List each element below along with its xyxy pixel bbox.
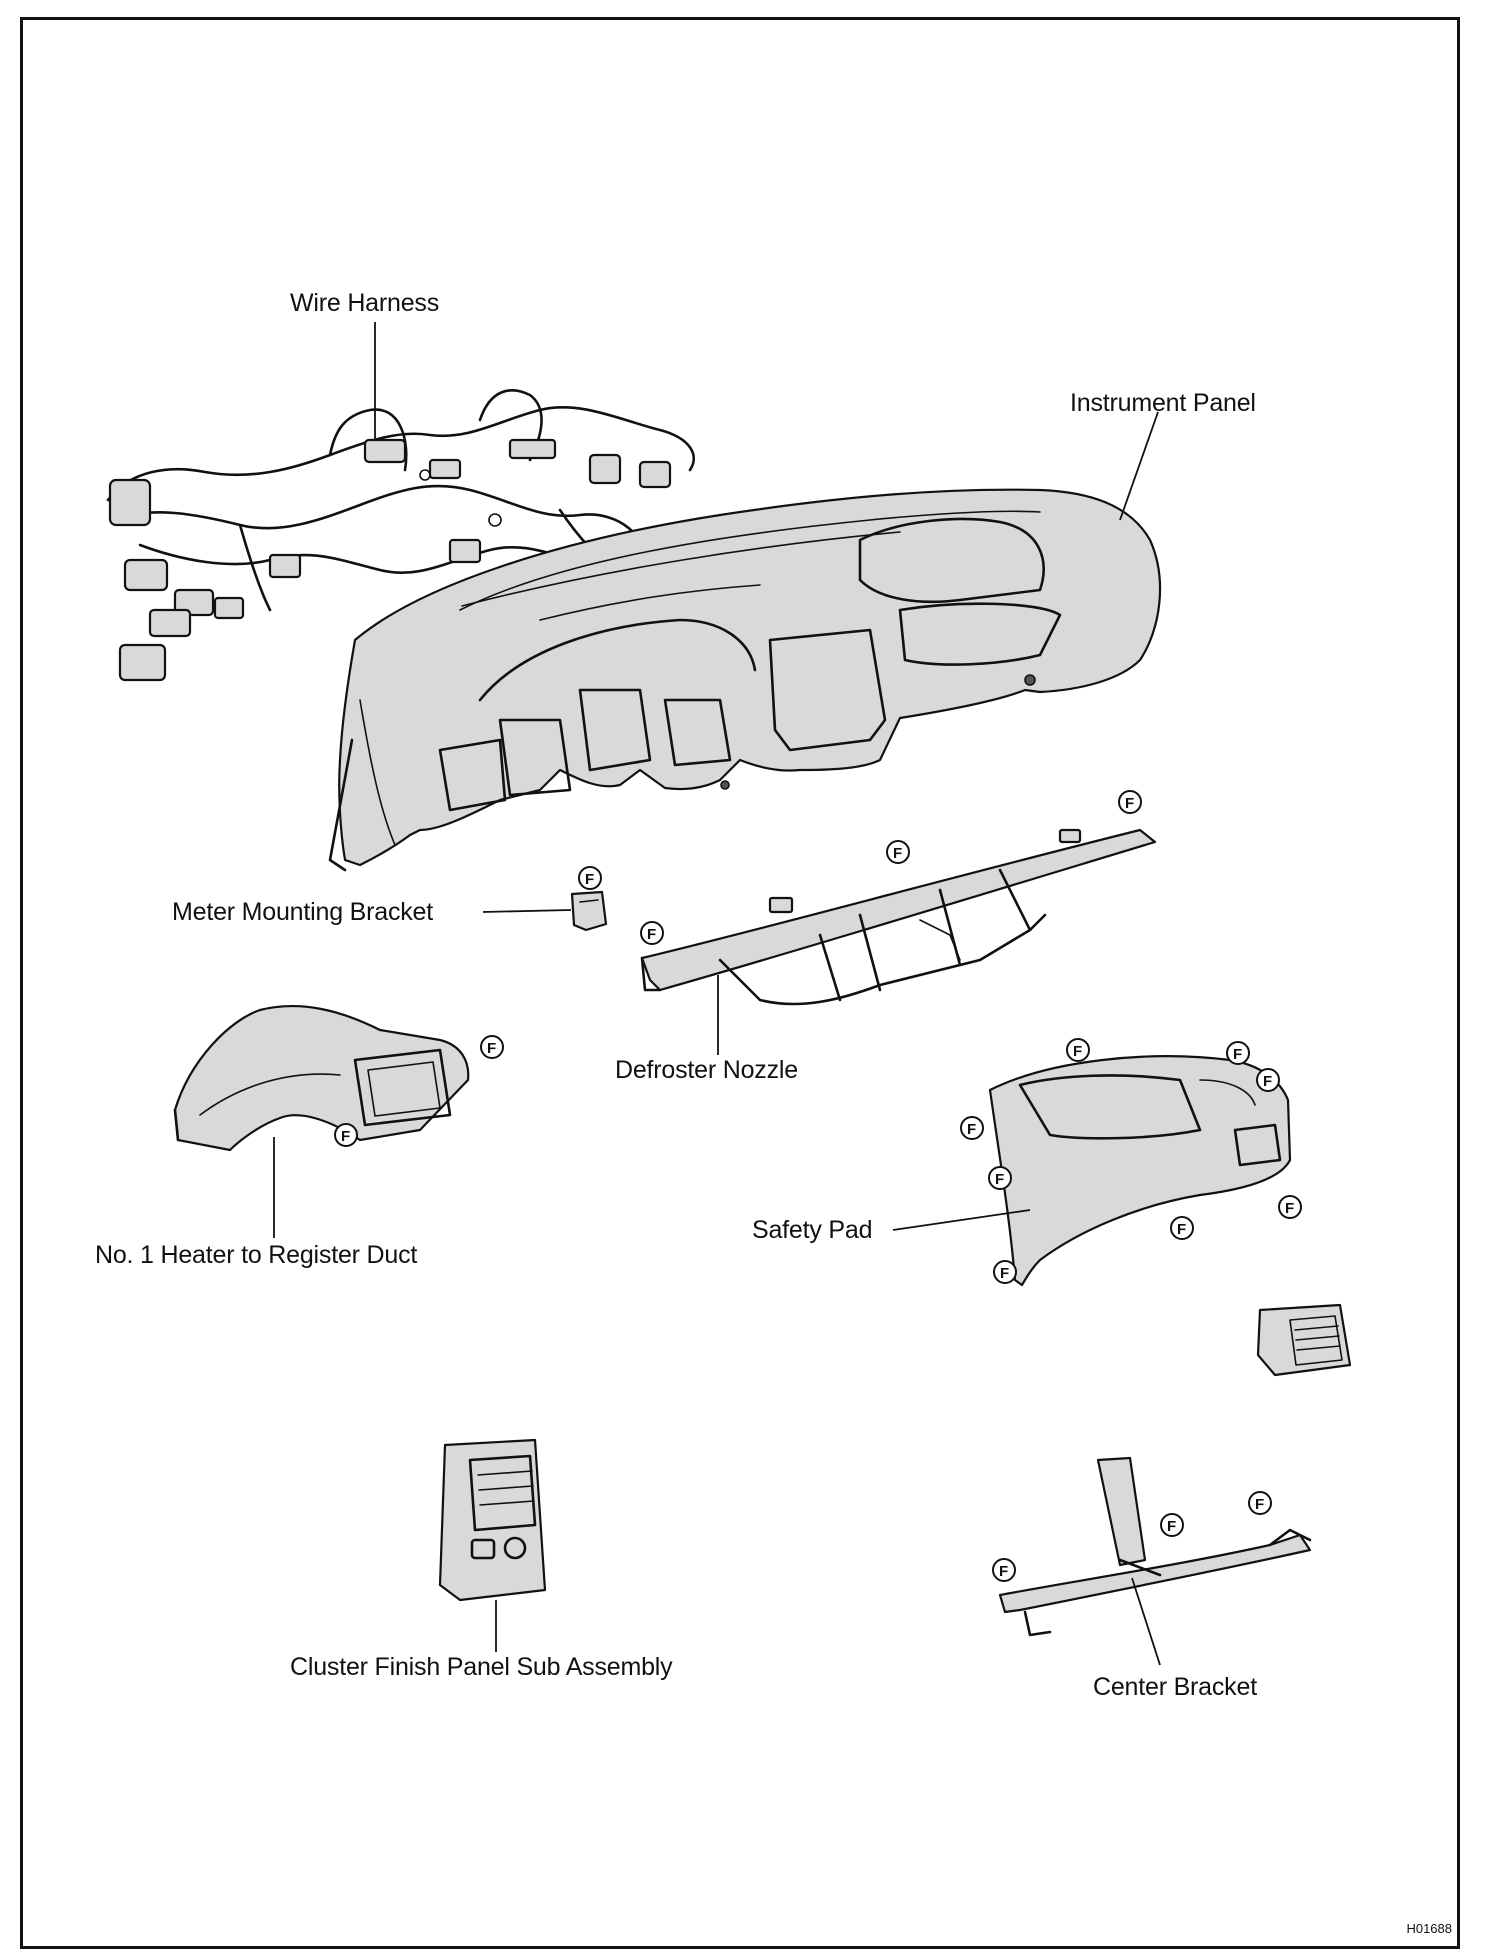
meter-mounting-bracket-part [482, 890, 608, 932]
svg-text:F: F [967, 1121, 976, 1138]
safety-pad-label: Safety Pad [752, 1216, 873, 1244]
fastener-marker: F [1160, 1513, 1184, 1537]
svg-text:F: F [341, 1128, 350, 1145]
svg-text:F: F [995, 1171, 1004, 1188]
svg-text:F: F [1255, 1496, 1264, 1513]
figure-code: H01688 [1406, 1921, 1452, 1936]
instrument-panel-leader [1119, 411, 1159, 521]
svg-text:F: F [1285, 1200, 1294, 1217]
fastener-marker: F [1226, 1041, 1250, 1065]
center-bracket-part [998, 1456, 1312, 1666]
svg-text:F: F [1073, 1043, 1082, 1060]
heater-duct-part [173, 1004, 470, 1238]
fastener-marker: F [334, 1123, 358, 1147]
fastener-marker: F [1278, 1195, 1302, 1219]
fastener-marker: F [578, 866, 602, 890]
svg-text:F: F [1263, 1073, 1272, 1090]
svg-text:F: F [1125, 795, 1134, 812]
wire-harness-label: Wire Harness [290, 289, 440, 317]
heater-duct-label: No. 1 Heater to Register Duct [95, 1241, 418, 1269]
defroster-nozzle-part [640, 828, 1157, 1055]
fastener-marker: F [1066, 1038, 1090, 1062]
fastener-marker: F [993, 1260, 1017, 1284]
svg-text:F: F [1000, 1265, 1009, 1282]
fastener-marker: F [1118, 790, 1142, 814]
fastener-marker: F [992, 1558, 1016, 1582]
svg-text:F: F [999, 1563, 1008, 1580]
wire-harness-part [106, 389, 696, 682]
diagram-frame [20, 17, 1460, 1949]
svg-text:F: F [647, 926, 656, 943]
center-bracket-label: Center Bracket [1093, 1673, 1257, 1701]
fastener-marker: F [960, 1116, 984, 1140]
meter-mounting-bracket-label: Meter Mounting Bracket [172, 898, 433, 926]
svg-text:F: F [893, 845, 902, 862]
fastener-marker: F [1248, 1491, 1272, 1515]
fastener-marker: F [886, 840, 910, 864]
safety-pad-part [892, 1055, 1292, 1287]
fastener-marker: F [1170, 1216, 1194, 1240]
svg-text:F: F [487, 1040, 496, 1057]
svg-text:F: F [1233, 1046, 1242, 1063]
svg-text:F: F [1177, 1221, 1186, 1238]
cluster-finish-panel-part [438, 1438, 547, 1652]
instrument-panel-label: Instrument Panel [1070, 389, 1256, 417]
svg-text:F: F [585, 871, 594, 888]
defroster-nozzle-label: Defroster Nozzle [615, 1056, 798, 1084]
fastener-marker: F [480, 1035, 504, 1059]
fastener-marker: F [640, 921, 664, 945]
side-register-vent-part [1256, 1303, 1352, 1377]
cluster-finish-panel-label: Cluster Finish Panel Sub Assembly [290, 1653, 673, 1681]
fastener-marker: F [988, 1166, 1012, 1190]
instrument-panel-part [328, 488, 1162, 872]
svg-text:F: F [1167, 1518, 1176, 1535]
fastener-marker: F [1256, 1068, 1280, 1092]
